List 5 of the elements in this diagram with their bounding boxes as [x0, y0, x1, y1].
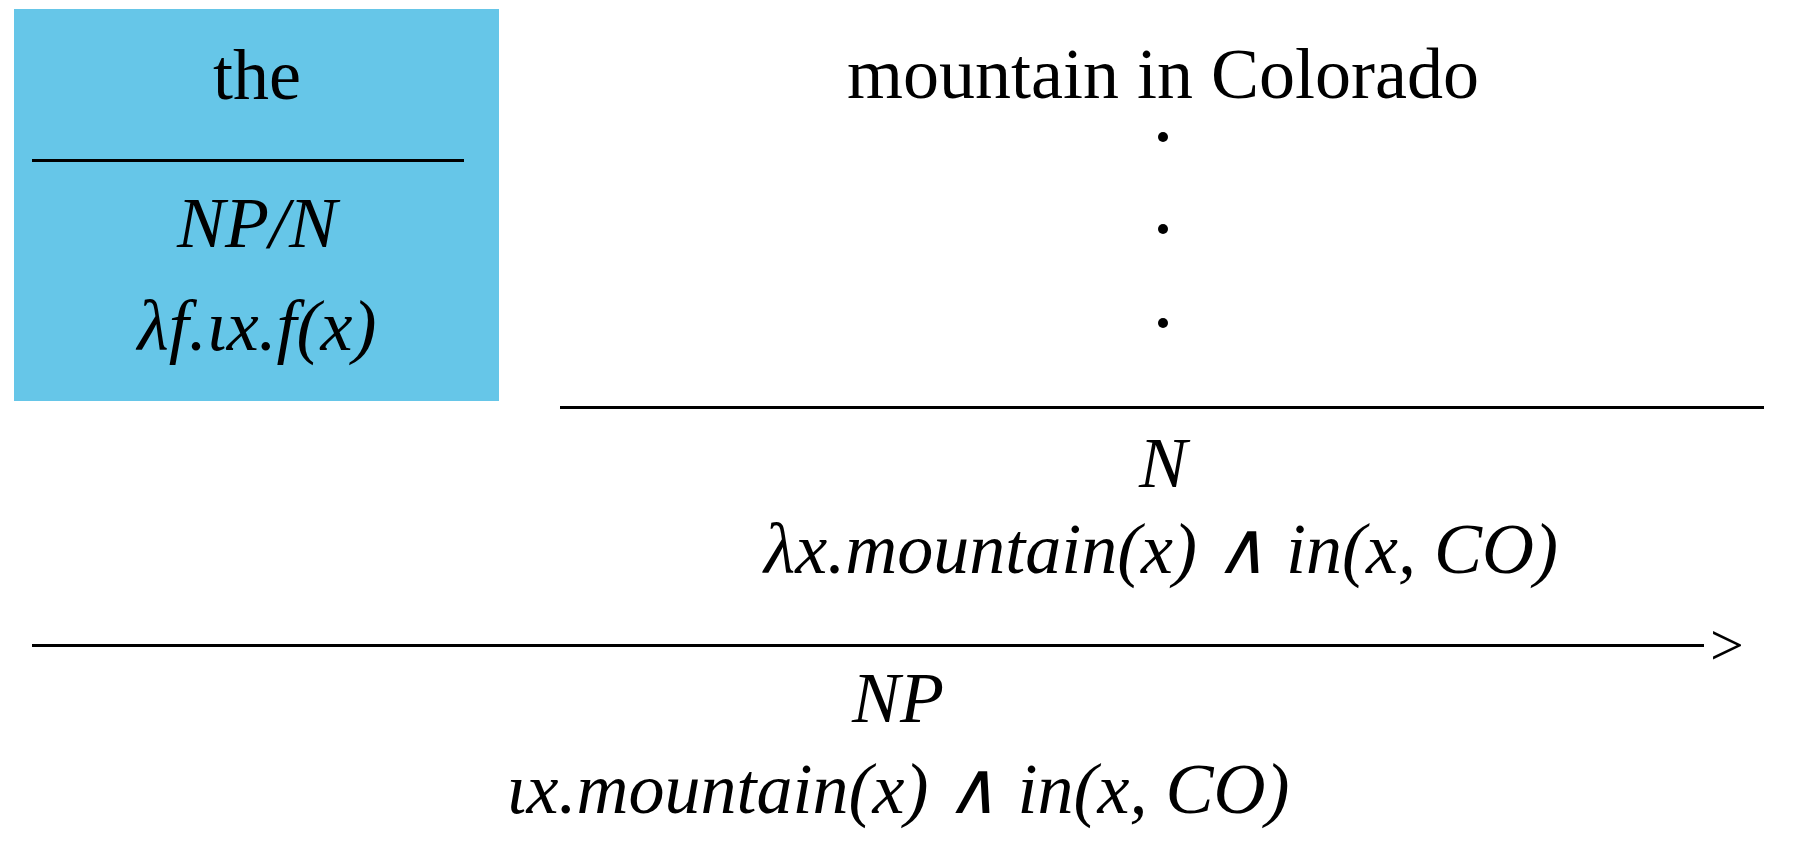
- rule-symbol: >: [1710, 615, 1744, 675]
- phrase-text: mountain in Colorado: [847, 38, 1479, 110]
- word-box: [14, 9, 499, 401]
- word-text: the: [213, 39, 301, 111]
- category-text: NP: [852, 662, 944, 734]
